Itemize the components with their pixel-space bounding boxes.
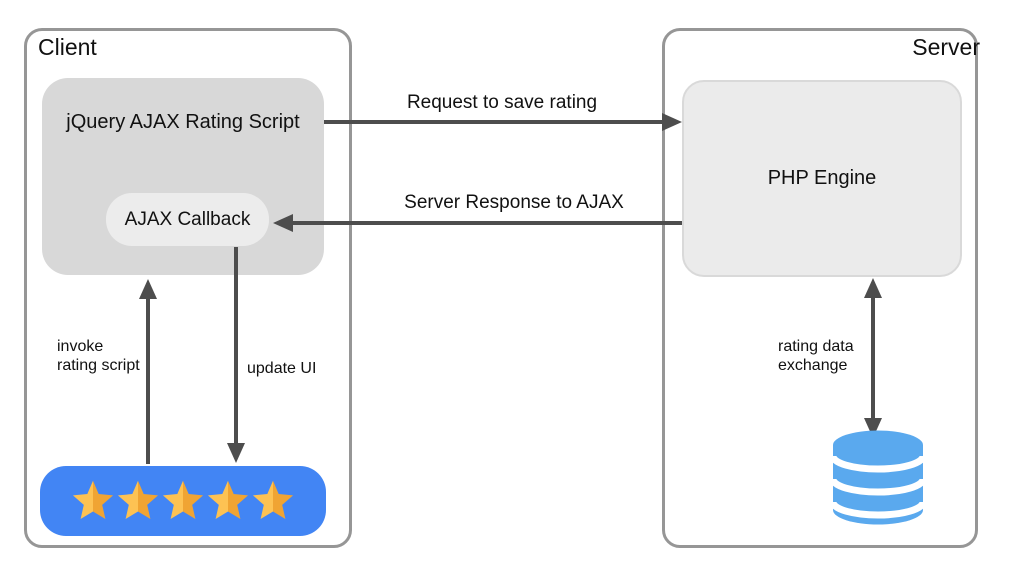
star-icon bbox=[116, 479, 160, 523]
php-engine-label: PHP Engine bbox=[767, 167, 877, 189]
exchange-label: rating data exchange bbox=[778, 338, 854, 374]
rating-script-box: jQuery AJAX Rating Script bbox=[42, 78, 324, 275]
request-label: Request to save rating bbox=[406, 92, 598, 113]
star-icon bbox=[206, 479, 250, 523]
ajax-callback-box: AJAX Callback bbox=[106, 193, 269, 246]
star-icon bbox=[71, 479, 115, 523]
php-engine-box: PHP Engine bbox=[682, 80, 962, 277]
client-title: Client bbox=[38, 34, 97, 60]
star-icon bbox=[161, 479, 205, 523]
rating-script-label: jQuery AJAX Rating Script bbox=[66, 111, 300, 133]
server-title: Server bbox=[912, 34, 980, 60]
response-label: Server Response to AJAX bbox=[404, 192, 624, 213]
request-arrow-icon bbox=[324, 113, 682, 131]
invoke-label: invoke rating script bbox=[57, 338, 140, 374]
update-ui-label: update UI bbox=[247, 360, 317, 377]
ajax-callback-label: AJAX Callback bbox=[124, 208, 251, 230]
star-icon bbox=[251, 479, 295, 523]
star-rating bbox=[40, 466, 326, 536]
